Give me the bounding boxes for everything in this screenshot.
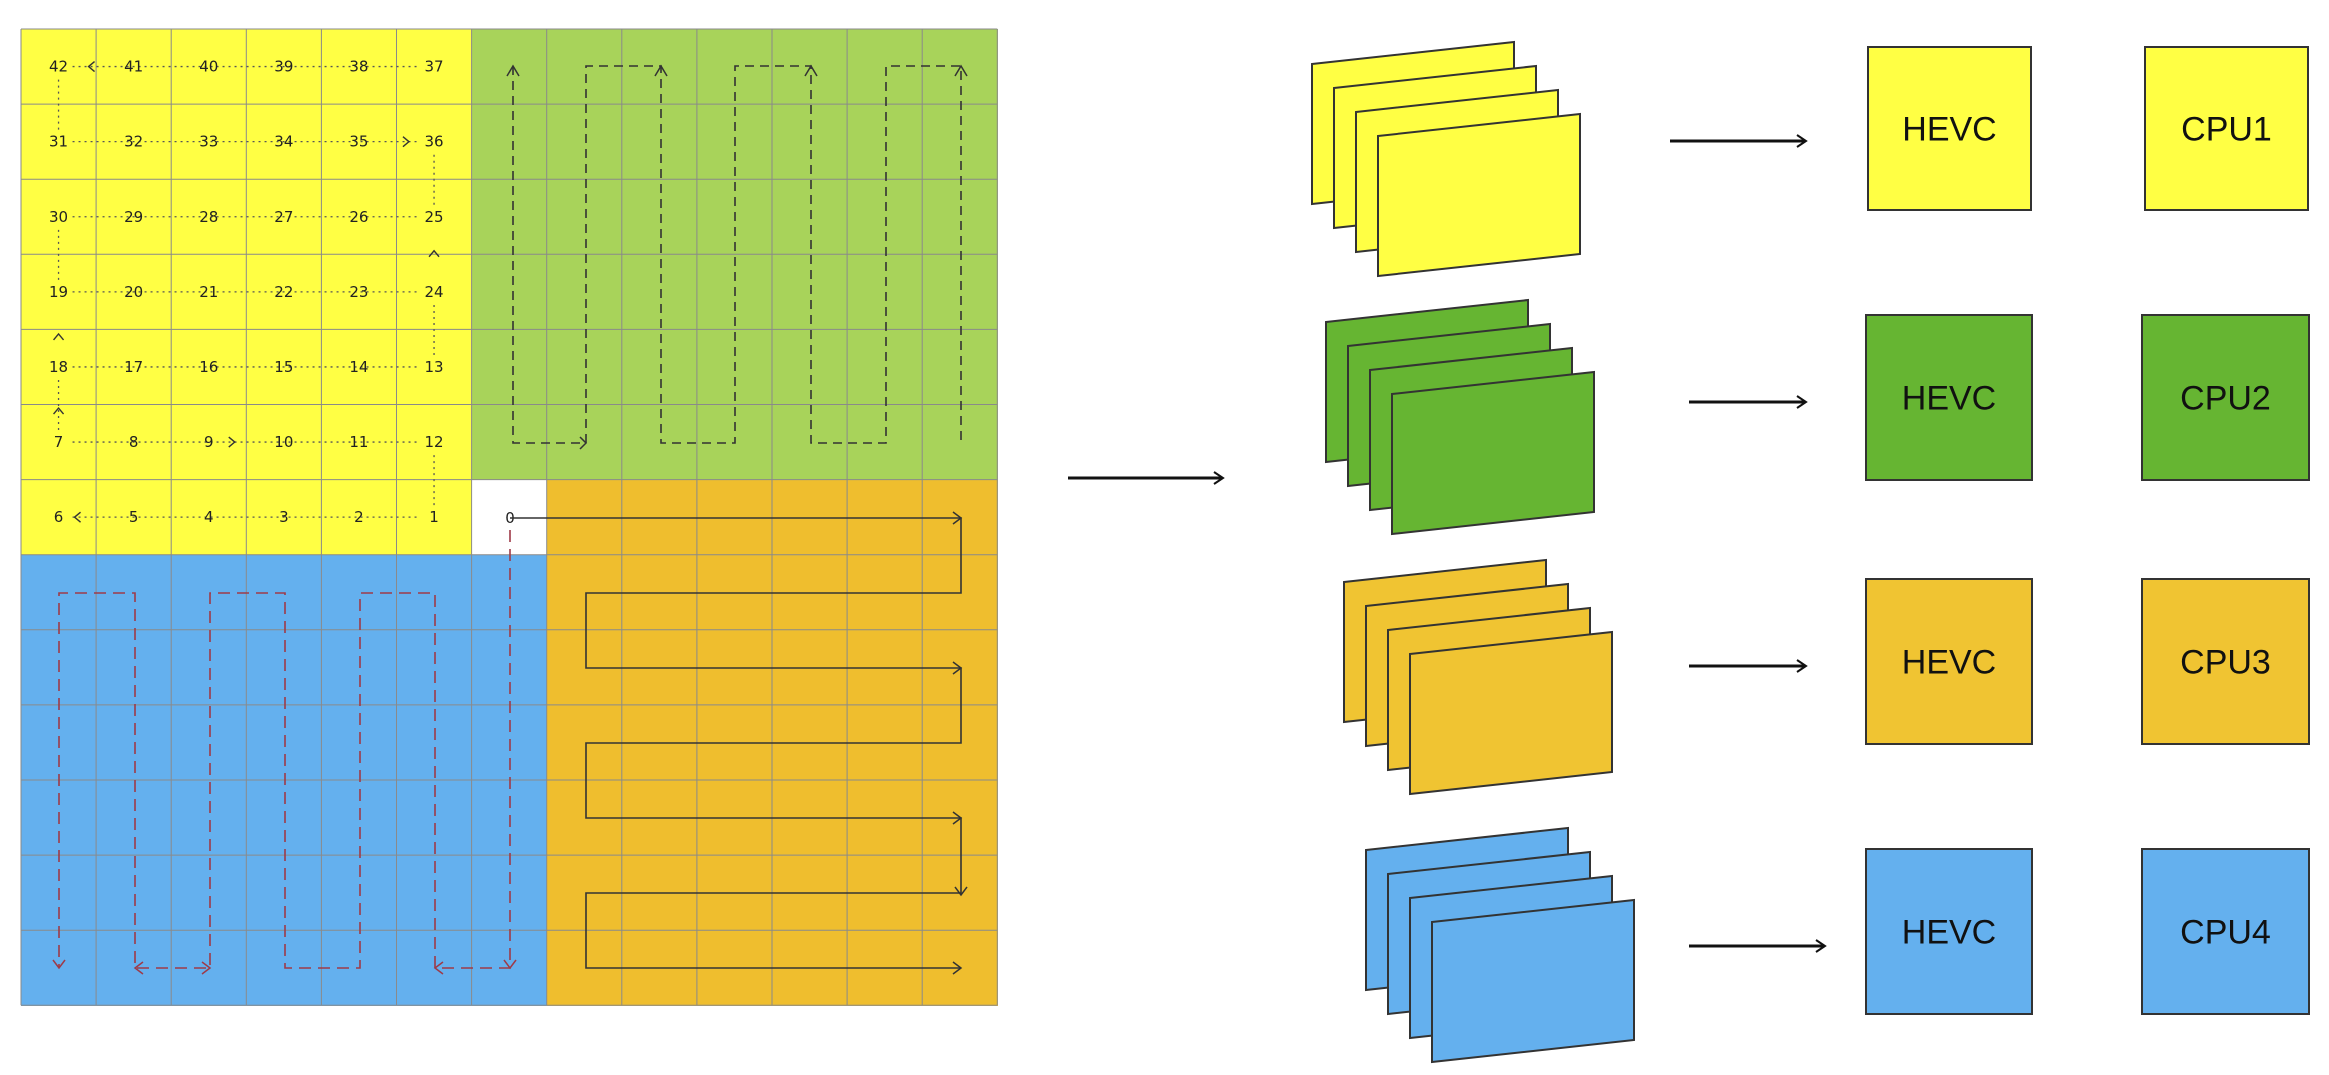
orange-path-arrows [952, 511, 968, 975]
scan-arrow [228, 436, 236, 448]
tile-number: 19 [49, 283, 68, 301]
tile-number: 3 [279, 508, 289, 526]
tile-number: 32 [124, 133, 143, 151]
hevc-label: HEVC [1902, 380, 1996, 418]
tile-number: 33 [199, 133, 218, 151]
scan-arrow [73, 511, 81, 523]
tile-number: 26 [349, 208, 368, 226]
hevc-encoder-box [1865, 848, 2033, 1015]
scan-arrow [53, 406, 65, 415]
hevc-label: HEVC [1902, 644, 1996, 682]
cpu-label: CPU3 [2180, 644, 2271, 682]
tile-number: 36 [425, 133, 444, 151]
tile-number: 25 [425, 208, 444, 226]
tile-number: 8 [129, 433, 139, 451]
tile-number: 5 [129, 508, 139, 526]
cpu-box [2141, 848, 2310, 1015]
orange-scan-path [510, 517, 962, 969]
tile-number: 18 [49, 358, 68, 376]
tile-number: 22 [274, 283, 293, 301]
cpu-label: CPU2 [2180, 380, 2271, 418]
tile-number: 1 [429, 508, 439, 526]
pipeline-yellow: HEVC CPU1 [1311, 40, 2309, 278]
tile-number: 11 [349, 433, 368, 451]
tile-number: 29 [124, 208, 143, 226]
tile-number: 9 [204, 433, 214, 451]
frame-stack [1311, 40, 1581, 278]
tile-number: 15 [274, 358, 293, 376]
tile-number: 37 [425, 58, 444, 76]
frame-stack [1365, 826, 1635, 1064]
hevc-encoder-box [1865, 314, 2033, 481]
tile-number: 2 [354, 508, 364, 526]
tile-number: 20 [124, 283, 143, 301]
tile-number: 40 [199, 58, 218, 76]
tile-number: 38 [349, 58, 368, 76]
tile-number: 14 [349, 358, 368, 376]
hevc-encoder-box [1865, 578, 2033, 745]
cpu-box [2141, 578, 2310, 745]
hevc-encoder-box [1867, 46, 2032, 211]
hevc-label: HEVC [1902, 914, 1996, 952]
green-path-arrows [506, 64, 968, 450]
pipeline-green: HEVC CPU2 [1325, 298, 2310, 536]
yellow-scan-path [53, 61, 440, 523]
tile-number: 13 [425, 358, 444, 376]
cpu-label: CPU4 [2180, 914, 2271, 952]
pipeline-orange: HEVC CPU3 [1343, 558, 2310, 796]
blue-path-arrows [52, 959, 517, 975]
tile-number: 12 [425, 433, 444, 451]
tile-number: 21 [199, 283, 218, 301]
blue-scan-path [58, 530, 511, 969]
tile-number: 6 [54, 508, 64, 526]
frame-stack [1343, 558, 1613, 796]
scan-arrow [53, 332, 65, 341]
hevc-label: HEVC [1902, 111, 1996, 149]
tile-number: 24 [425, 283, 444, 301]
tile-number: 30 [49, 208, 68, 226]
tile-number: 10 [274, 433, 293, 451]
cpu-box [2141, 314, 2310, 481]
scan-arrow [402, 136, 411, 148]
cpu-box [2144, 46, 2309, 211]
frame [1431, 898, 1635, 1064]
scan-arrow [428, 249, 440, 258]
pipeline-blue: HEVC CPU4 [1365, 826, 2310, 1064]
tile-number: 35 [349, 133, 368, 151]
cpu-label: CPU1 [2181, 111, 2272, 149]
tile-number: 16 [199, 358, 218, 376]
tile-number: 28 [199, 208, 218, 226]
grid-lines [20, 28, 998, 1006]
tile-number: 39 [274, 58, 293, 76]
tile-number: 23 [349, 283, 368, 301]
scan-arrow [87, 61, 95, 73]
green-scan-path [512, 65, 962, 444]
tile-number: 27 [274, 208, 293, 226]
tile-number: 31 [49, 133, 68, 151]
frame [1377, 112, 1581, 278]
frame [1391, 370, 1595, 536]
tile-number: 41 [124, 58, 143, 76]
tile-number: 7 [54, 433, 64, 451]
frame [1409, 630, 1613, 796]
tile-number: 4 [204, 508, 214, 526]
frame-stack [1325, 298, 1595, 536]
tile-number: 17 [124, 358, 143, 376]
tile-number: 42 [49, 58, 68, 76]
tile-number: 34 [274, 133, 293, 151]
